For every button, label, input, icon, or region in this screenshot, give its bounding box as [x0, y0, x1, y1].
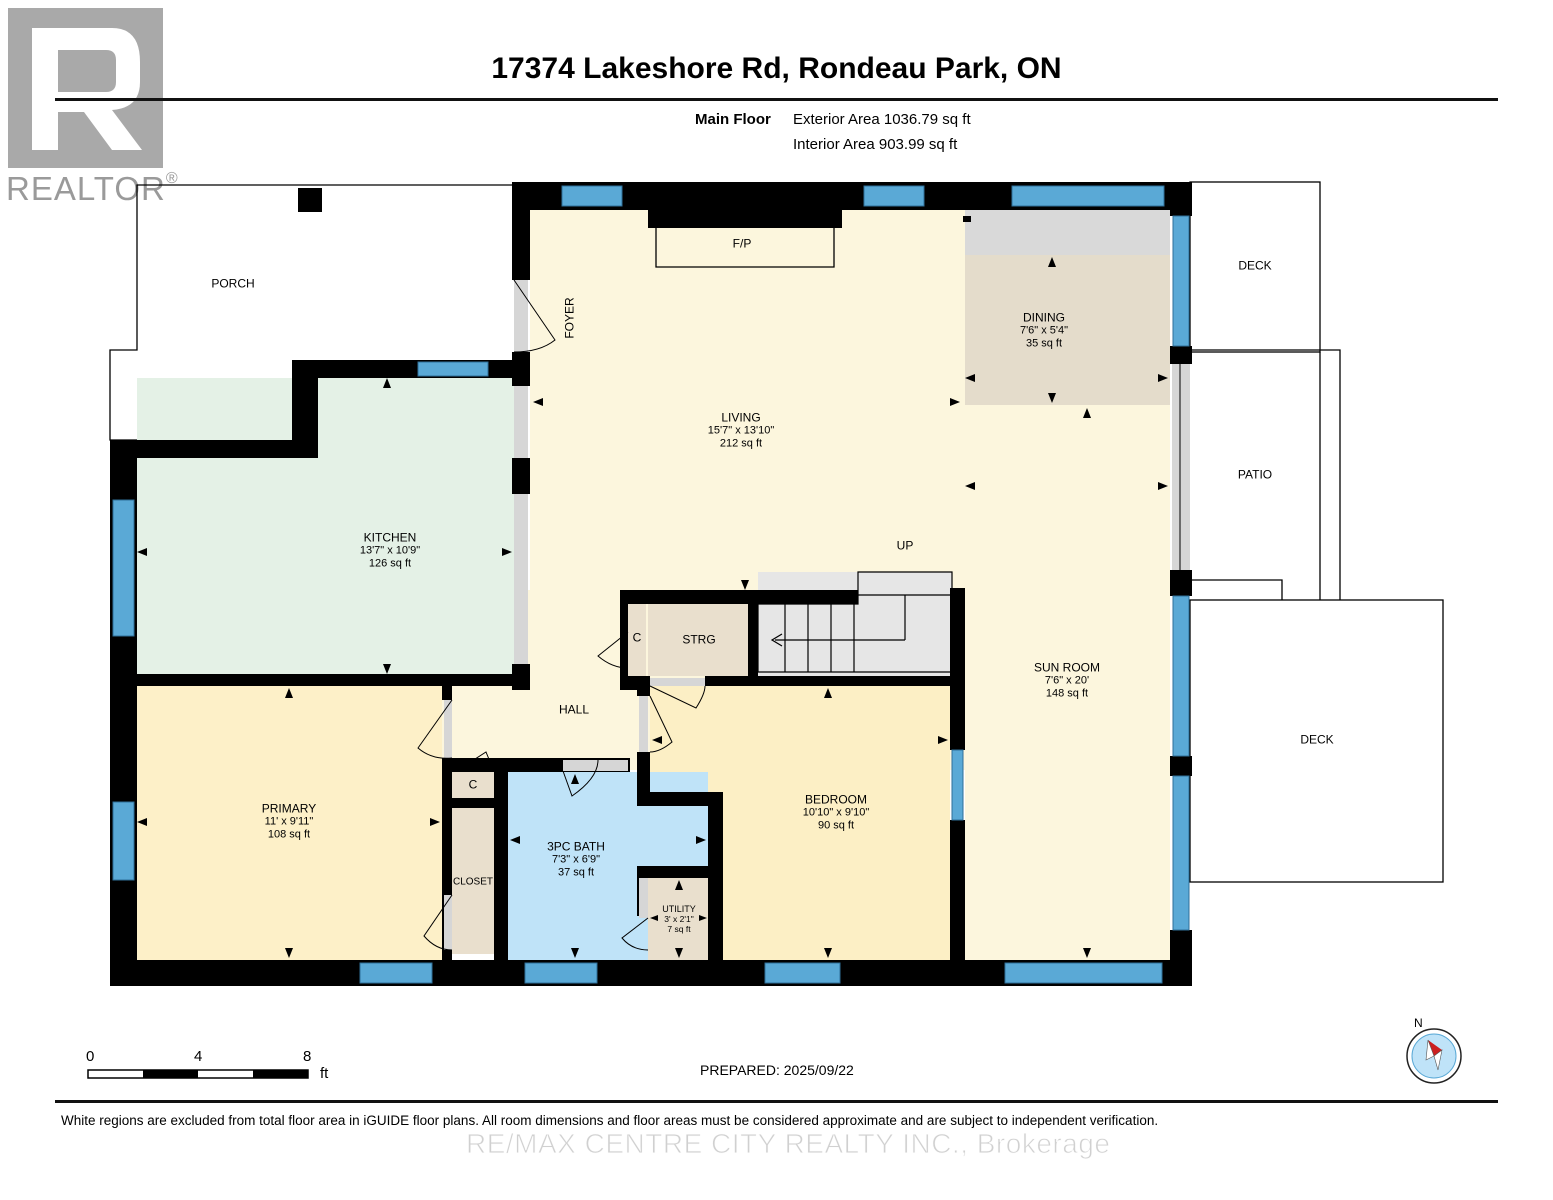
scale-bar	[87, 1069, 309, 1079]
compass-north-label: N	[1414, 1016, 1423, 1030]
closet-fill	[452, 808, 494, 954]
room-label-porch: PORCH	[211, 276, 255, 291]
scale-tick-8: 8	[303, 1048, 312, 1065]
sunroom-fill	[965, 400, 1170, 960]
scale-unit: ft	[320, 1065, 329, 1082]
room-label-hall: HALL	[558, 702, 590, 717]
storage-fill	[648, 604, 748, 676]
stairs-up-label: UP	[896, 538, 914, 553]
room-label-fireplace: F/P	[732, 236, 752, 251]
room-label-deck-right: DECK	[1300, 732, 1334, 747]
header-divider	[55, 98, 1498, 101]
room-label-closet-c1: C	[632, 630, 642, 645]
room-label-deck-top: DECK	[1238, 258, 1272, 273]
realtor-logo-text: REALTOR	[6, 170, 166, 207]
primary-fill	[137, 686, 442, 960]
room-label-foyer: FOYER	[562, 297, 577, 339]
prepared-date: PREPARED: 2025/09/22	[700, 1062, 854, 1078]
footer-divider	[55, 1100, 1498, 1103]
deck-right-outline	[1189, 599, 1444, 883]
scale-tick-4: 4	[194, 1048, 203, 1065]
scale-tick-0: 0	[86, 1048, 95, 1065]
kitchen-fill	[137, 378, 520, 674]
disclaimer-text: White regions are excluded from total fl…	[61, 1113, 1159, 1128]
room-label-closet: CLOSET	[452, 876, 494, 888]
page-title: 17374 Lakeshore Rd, Rondeau Park, ON	[491, 52, 1062, 85]
exterior-area: Exterior Area 1036.79 sq ft	[793, 111, 971, 128]
room-label-closet-c2: C	[468, 777, 478, 792]
windows	[112, 185, 1190, 984]
brokerage-watermark: RE/MAX CENTRE CITY REALTY INC., Brokerag…	[465, 1128, 1111, 1160]
realtor-r-logo	[8, 8, 163, 168]
registered-mark: ®	[165, 170, 179, 187]
doors	[444, 216, 1190, 950]
interior-area: Interior Area 903.99 sq ft	[793, 136, 958, 153]
room-label-patio: PATIO	[1237, 467, 1273, 482]
dining-alcove-fill	[965, 210, 1170, 352]
porch-post	[298, 188, 322, 212]
room-label-storage: STRG	[682, 632, 716, 647]
compass-icon	[1406, 1028, 1462, 1084]
closet-c2-fill	[452, 772, 494, 798]
floor-name: Main Floor	[695, 111, 771, 128]
dining-fill	[965, 255, 1170, 405]
stairs-fill	[758, 572, 952, 676]
dimension-arrows	[137, 212, 1168, 958]
closet-c1-fill	[628, 604, 646, 676]
door-swings	[417, 279, 1181, 951]
patio-outline	[1190, 349, 1341, 600]
fireplace-outline	[655, 228, 835, 268]
deck-top-outline	[1189, 181, 1321, 353]
